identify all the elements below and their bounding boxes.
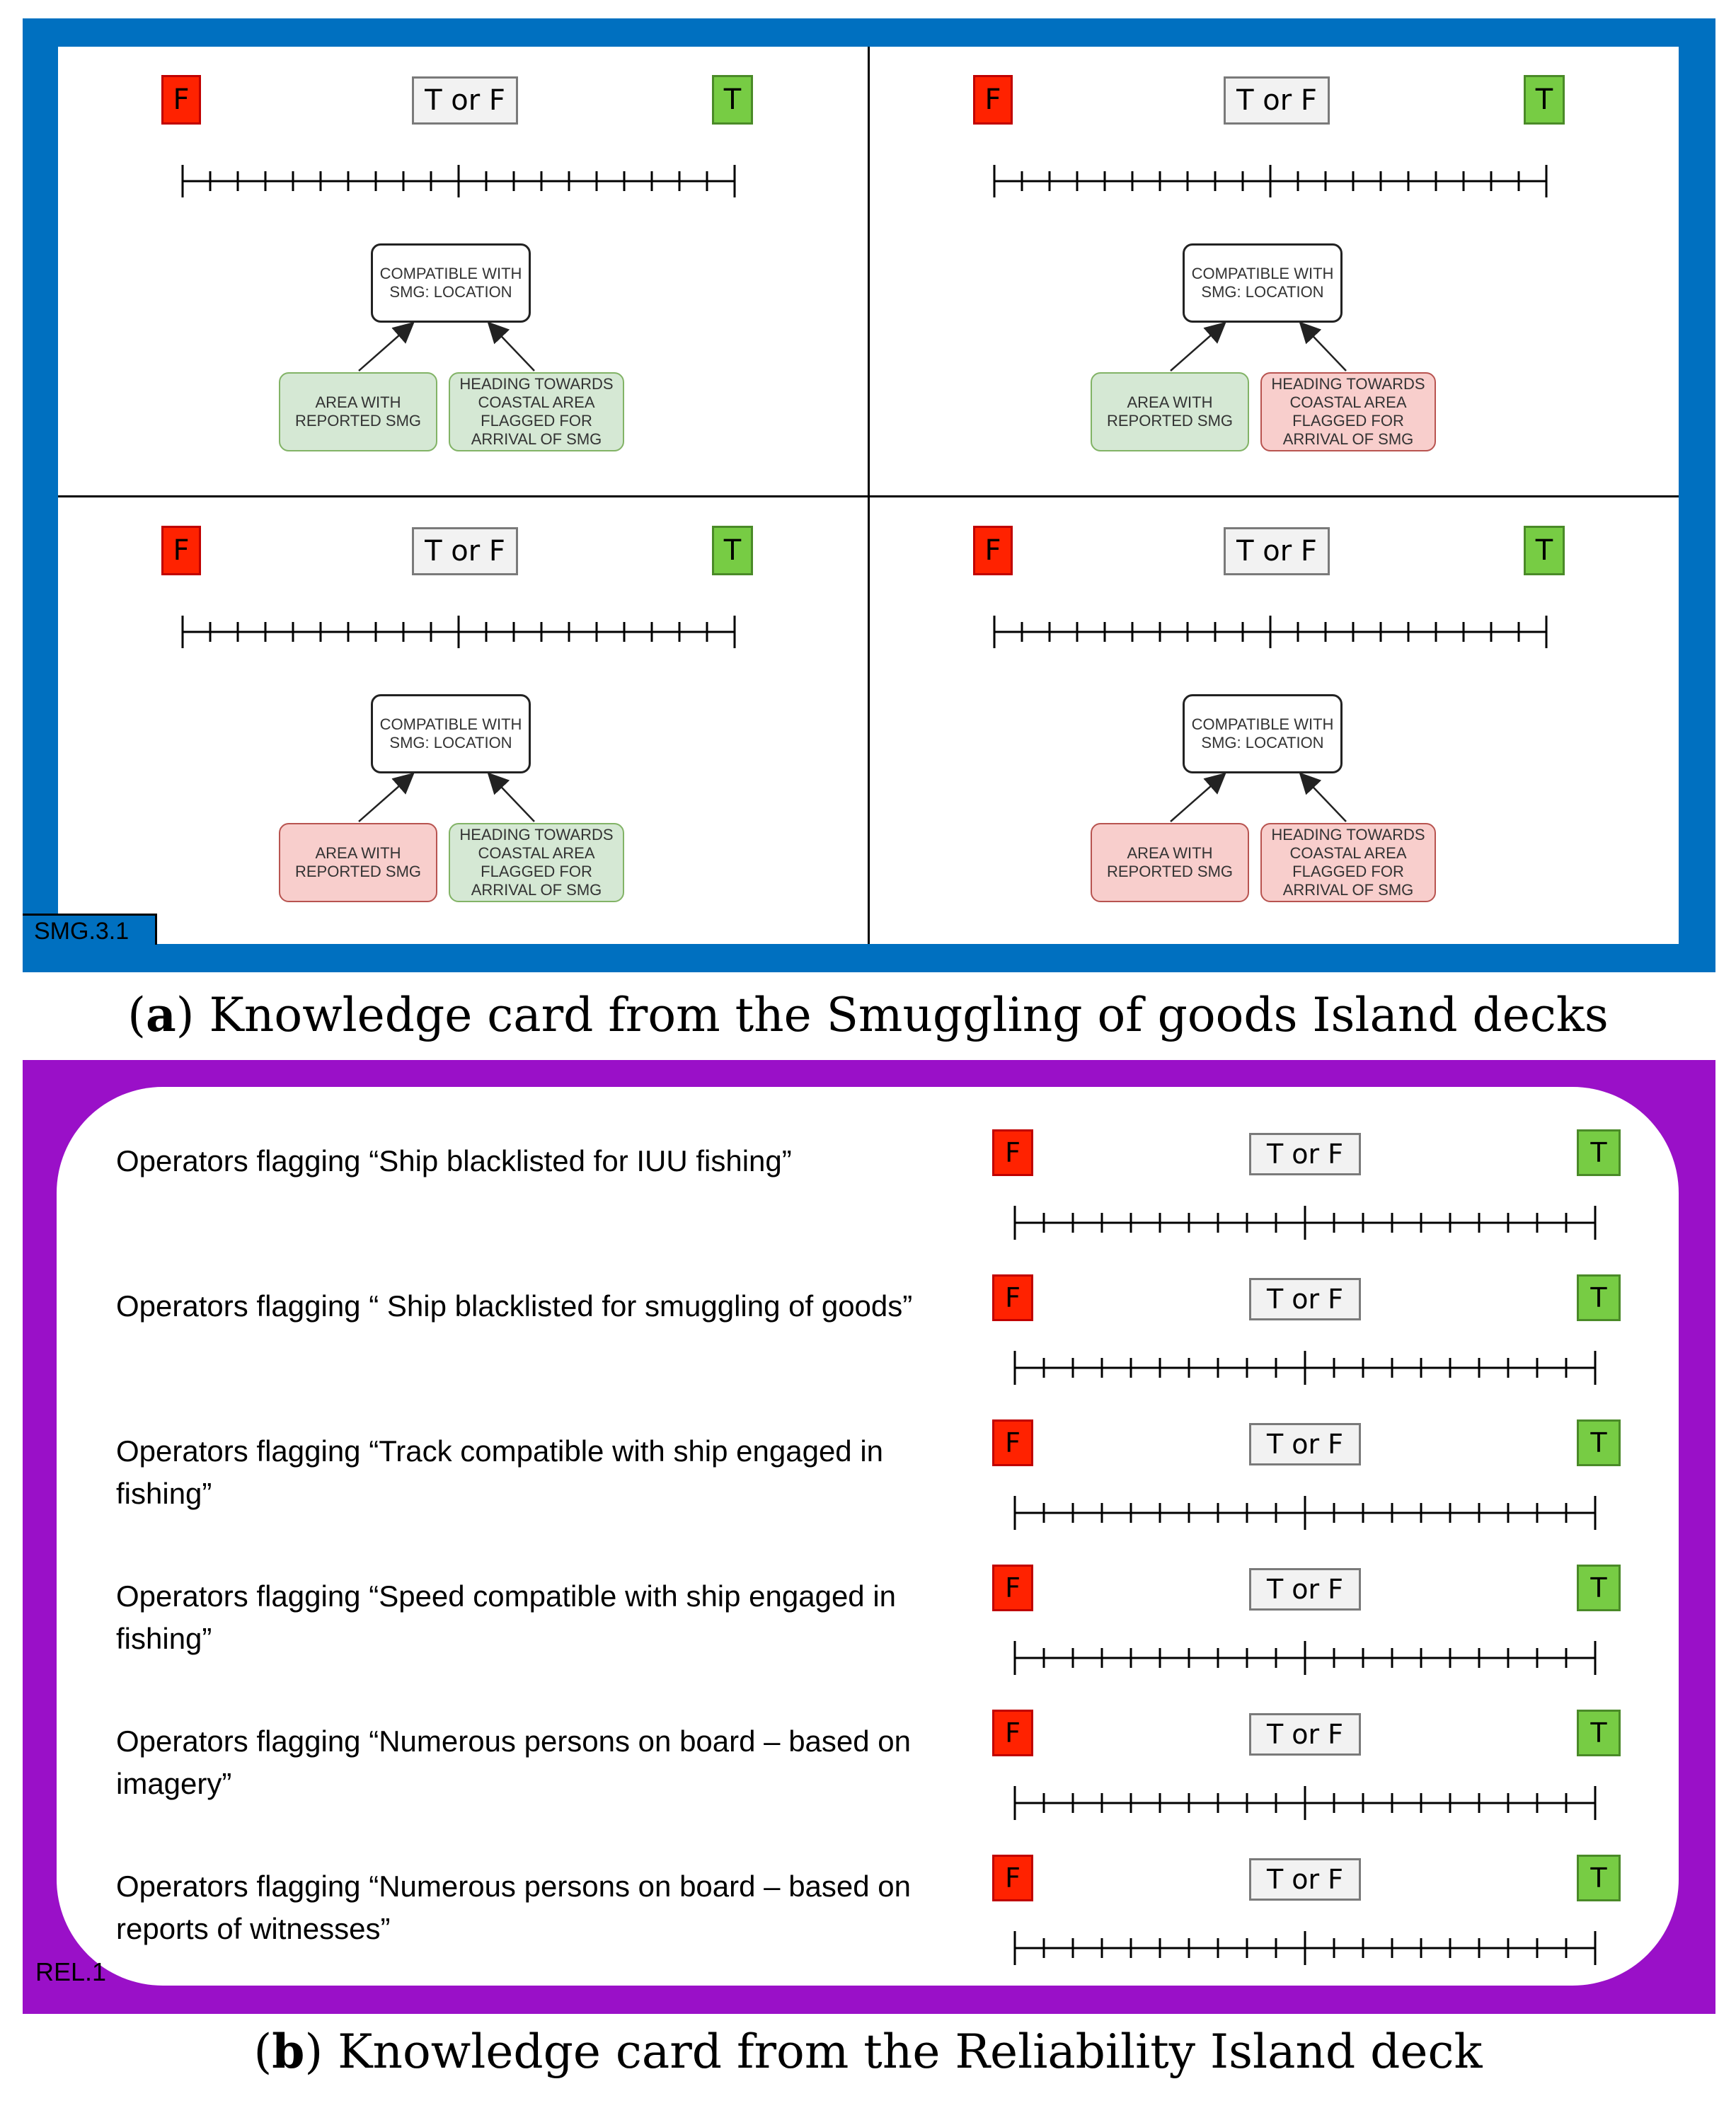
leaf-label: AREA WITH REPORTED SMG bbox=[1106, 393, 1234, 430]
card-id-label: SMG.3.1 bbox=[23, 914, 157, 945]
truth-scale bbox=[181, 165, 736, 197]
leaf-label: HEADING TOWARDS COASTAL AREA FLAGGED FOR… bbox=[459, 826, 614, 899]
support-arrow bbox=[487, 772, 535, 822]
evidence-heading-towards-coastal-area: HEADING TOWARDS COASTAL AREA FLAGGED FOR… bbox=[1260, 823, 1436, 902]
evidence-area-with-reported-smg: AREA WITH REPORTED SMG bbox=[1091, 823, 1249, 902]
support-arrow bbox=[358, 321, 415, 372]
truth-scale bbox=[1013, 1351, 1597, 1385]
false-marker: F bbox=[973, 526, 1013, 575]
quadrant-top-right: F T or F T COMPATIBLE WITH SMG: LOCATION ARE… bbox=[870, 47, 1679, 495]
knowledge-item-text: Operators flagging “ Ship blacklisted fo… bbox=[116, 1289, 913, 1323]
caption-a-text: ) Knowledge card from the Smuggling of g… bbox=[176, 988, 1609, 1042]
knowledge-card-reliability: Operators flagging “Ship blacklisted for… bbox=[23, 1060, 1715, 2014]
caption-b: (b) Knowledge card from the Reliability … bbox=[253, 2024, 1483, 2079]
true-or-false-marker: T or F bbox=[412, 527, 518, 575]
quadrant-divider-horizontal bbox=[58, 495, 1679, 497]
true-or-false-marker: T or F bbox=[1249, 1858, 1361, 1901]
true-marker: T bbox=[1577, 1855, 1621, 1901]
true-marker: T bbox=[712, 526, 753, 575]
true-marker: T bbox=[1577, 1565, 1621, 1611]
false-marker: F bbox=[992, 1855, 1033, 1901]
quadrant-top-left: F T or F T COMPATIBLE WITH SMG: LOCATION ARE… bbox=[58, 47, 868, 495]
false-marker: F bbox=[992, 1419, 1033, 1466]
truth-scale bbox=[181, 616, 736, 648]
caption-a-letter: a bbox=[146, 987, 176, 1042]
leaf-label: AREA WITH REPORTED SMG bbox=[294, 844, 422, 880]
caption-a: (a) Knowledge card from the Smuggling of… bbox=[127, 987, 1609, 1042]
false-marker: F bbox=[161, 75, 201, 125]
quadrant-bottom-right: F T or F T COMPATIBLE WITH SMG: LOCATION ARE… bbox=[870, 497, 1679, 946]
knowledge-item-text: Operators flagging “Numerous persons on … bbox=[116, 1870, 912, 1945]
true-or-false-marker: T or F bbox=[1249, 1568, 1361, 1611]
false-marker: F bbox=[992, 1710, 1033, 1756]
false-marker: F bbox=[992, 1274, 1033, 1321]
false-marker: F bbox=[992, 1129, 1033, 1176]
root-node: COMPATIBLE WITH SMG: LOCATION bbox=[371, 243, 531, 323]
knowledge-item-text: Operators flagging “Ship blacklisted for… bbox=[116, 1144, 792, 1177]
card-b-panel: Operators flagging “Ship blacklisted for… bbox=[57, 1087, 1679, 1986]
root-node-label: COMPATIBLE WITH SMG: LOCATION bbox=[1191, 715, 1334, 751]
evidence-area-with-reported-smg: AREA WITH REPORTED SMG bbox=[279, 823, 437, 902]
caption-b-text: ) Knowledge card from the Reliability Is… bbox=[304, 2025, 1483, 2079]
support-arrow bbox=[1170, 321, 1226, 372]
true-or-false-marker: T or F bbox=[1224, 76, 1330, 125]
truth-scale bbox=[993, 165, 1548, 197]
support-arrow bbox=[1299, 321, 1347, 372]
leaf-label: HEADING TOWARDS COASTAL AREA FLAGGED FOR… bbox=[1271, 826, 1425, 899]
true-or-false-marker: T or F bbox=[412, 76, 518, 125]
truth-scale bbox=[1013, 1496, 1597, 1530]
true-or-false-marker: T or F bbox=[1249, 1423, 1361, 1465]
truth-scale bbox=[1013, 1206, 1597, 1240]
knowledge-item-text: Operators flagging “Track compatible wit… bbox=[116, 1434, 884, 1510]
knowledge-item-text: Operators flagging “Numerous persons on … bbox=[116, 1724, 912, 1800]
leaf-label: HEADING TOWARDS COASTAL AREA FLAGGED FOR… bbox=[1271, 375, 1425, 448]
root-node: COMPATIBLE WITH SMG: LOCATION bbox=[1183, 243, 1343, 323]
support-arrow bbox=[1170, 772, 1226, 822]
leaf-label: HEADING TOWARDS COASTAL AREA FLAGGED FOR… bbox=[459, 375, 614, 448]
truth-scale bbox=[1013, 1641, 1597, 1675]
true-marker: T bbox=[1577, 1419, 1621, 1466]
support-arrow bbox=[487, 321, 535, 372]
true-marker: T bbox=[712, 75, 753, 125]
root-node: COMPATIBLE WITH SMG: LOCATION bbox=[371, 694, 531, 773]
evidence-heading-towards-coastal-area: HEADING TOWARDS COASTAL AREA FLAGGED FOR… bbox=[449, 372, 624, 451]
card-id-label: REL.1 bbox=[35, 1957, 107, 1986]
true-or-false-marker: T or F bbox=[1249, 1278, 1361, 1320]
false-marker: F bbox=[973, 75, 1013, 125]
knowledge-item-text: Operators flagging “Speed compatible wit… bbox=[116, 1579, 897, 1655]
root-node: COMPATIBLE WITH SMG: LOCATION bbox=[1183, 694, 1343, 773]
true-marker: T bbox=[1524, 75, 1565, 125]
true-marker: T bbox=[1524, 526, 1565, 575]
evidence-heading-towards-coastal-area: HEADING TOWARDS COASTAL AREA FLAGGED FOR… bbox=[1260, 372, 1436, 451]
support-arrow bbox=[358, 772, 415, 822]
false-marker: F bbox=[161, 526, 201, 575]
truth-scale bbox=[993, 616, 1548, 648]
true-marker: T bbox=[1577, 1274, 1621, 1321]
support-arrow bbox=[1299, 772, 1347, 822]
leaf-label: AREA WITH REPORTED SMG bbox=[1106, 844, 1234, 880]
knowledge-card-smuggling: F T or F T COMPATIBLE WITH SMG: LOCATION ARE… bbox=[23, 18, 1715, 972]
truth-scale bbox=[1013, 1786, 1597, 1820]
true-or-false-marker: T or F bbox=[1249, 1133, 1361, 1175]
true-marker: T bbox=[1577, 1129, 1621, 1176]
root-node-label: COMPATIBLE WITH SMG: LOCATION bbox=[1191, 265, 1334, 301]
true-or-false-marker: T or F bbox=[1224, 527, 1330, 575]
true-or-false-marker: T or F bbox=[1249, 1713, 1361, 1756]
card-a-panel: F T or F T COMPATIBLE WITH SMG: LOCATION ARE… bbox=[58, 47, 1679, 944]
root-node-label: COMPATIBLE WITH SMG: LOCATION bbox=[379, 265, 522, 301]
root-node-label: COMPATIBLE WITH SMG: LOCATION bbox=[379, 715, 522, 751]
evidence-area-with-reported-smg: AREA WITH REPORTED SMG bbox=[279, 372, 437, 451]
truth-scale bbox=[1013, 1931, 1597, 1965]
quadrant-bottom-left: F T or F T COMPATIBLE WITH SMG: LOCATION ARE… bbox=[58, 497, 868, 946]
caption-b-letter: b bbox=[272, 2024, 305, 2079]
false-marker: F bbox=[992, 1565, 1033, 1611]
evidence-heading-towards-coastal-area: HEADING TOWARDS COASTAL AREA FLAGGED FOR… bbox=[449, 823, 624, 902]
true-marker: T bbox=[1577, 1710, 1621, 1756]
evidence-area-with-reported-smg: AREA WITH REPORTED SMG bbox=[1091, 372, 1249, 451]
leaf-label: AREA WITH REPORTED SMG bbox=[294, 393, 422, 430]
